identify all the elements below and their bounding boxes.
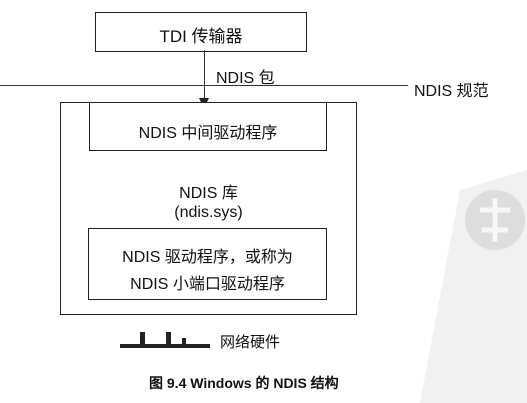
intermediate-driver-box: NDIS 中间驱动程序 <box>89 102 327 151</box>
network-hardware-icon <box>120 332 210 348</box>
figure-caption: 图 9.4 Windows 的 NDIS 结构 <box>149 375 339 391</box>
packet-connector-line <box>204 50 205 102</box>
ndis-spec-line <box>0 85 408 86</box>
ndis-packet-label: NDIS 包 <box>216 70 275 87</box>
ndis-spec-label: NDIS 规范 <box>414 83 489 100</box>
miniport-driver-line2: NDIS 小端口驱动程序 <box>130 276 285 293</box>
network-hardware-label: 网络硬件 <box>220 334 281 351</box>
watermark-decoration <box>420 170 527 403</box>
tdi-transport-box: TDI 传输器 <box>95 12 307 52</box>
miniport-driver-box: NDIS 驱动程序，或称为 NDIS 小端口驱动程序 <box>88 228 327 300</box>
miniport-driver-line1: NDIS 驱动程序，或称为 <box>122 249 293 266</box>
ndis-library-label: NDIS 库 <box>179 185 238 202</box>
ndis-library-file: (ndis.sys) <box>174 204 243 221</box>
intermediate-driver-label: NDIS 中间驱动程序 <box>138 125 278 142</box>
tdi-transport-label: TDI 传输器 <box>159 27 243 46</box>
ndis-library-box: NDIS 中间驱动程序 NDIS 库 (ndis.sys) NDIS 驱动程序，… <box>60 102 357 315</box>
